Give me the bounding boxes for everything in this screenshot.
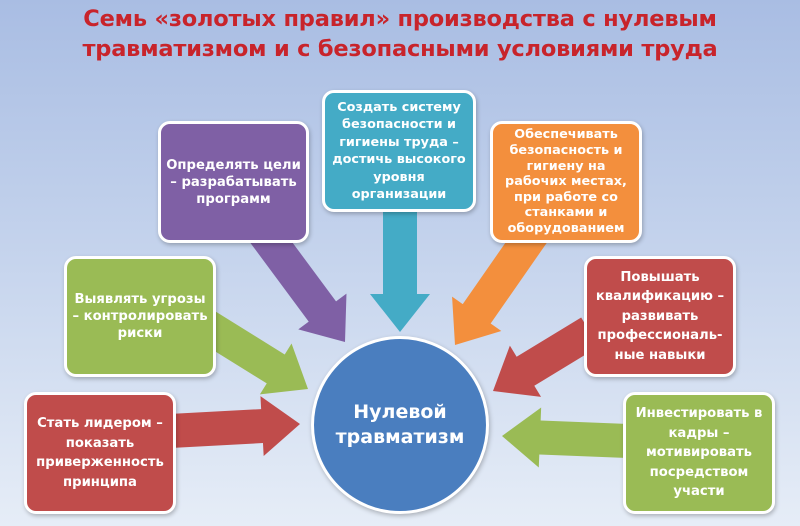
rule-box-invest: Инвестировать в кадры – мотивировать пос… (623, 392, 775, 514)
arrow-goals (248, 219, 347, 342)
title-line-1: Семь «золотых правил» производства с нул… (83, 6, 717, 32)
arrow-qualification (493, 317, 599, 397)
rule-box-goals: Определять цели – разрабатывать программ (158, 121, 309, 243)
rule-box-system: Создать систему безопасности и гигиены т… (322, 90, 476, 212)
arrow-invest (502, 407, 629, 468)
arrow-leader (169, 396, 300, 456)
rule-box-qualification: Повышать квалификацию – развивать профес… (584, 256, 736, 377)
title-line-2: травматизмом и с безопасными условиями т… (82, 36, 718, 62)
center-circle-zero-injury: Нулевой травматизм (311, 336, 489, 514)
rule-box-workplaces: Обеспечивать безопасность и гигиену на р… (490, 121, 642, 243)
arrow-system (370, 205, 430, 332)
arrow-workplaces (452, 220, 549, 345)
rule-box-threats: Выявлять угрозы – контролировать риски (64, 256, 216, 377)
arrow-threats (196, 310, 308, 395)
diagram-title: Семь «золотых правил» производства с нул… (0, 4, 800, 64)
rule-box-leader: Стать лидером – показать приверженность … (24, 392, 176, 514)
